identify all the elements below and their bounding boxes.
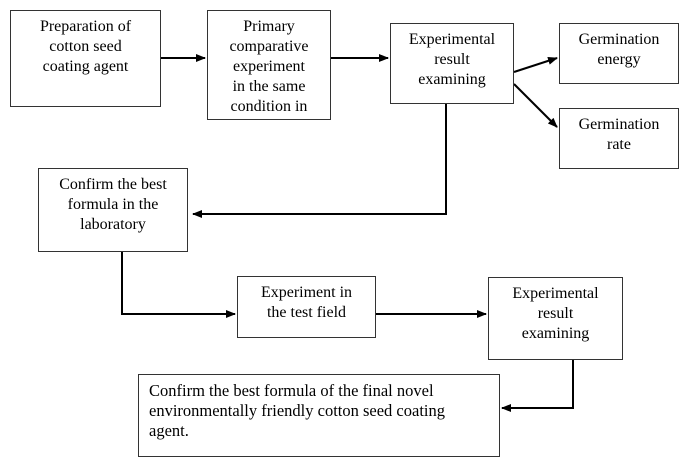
- node-primary-experiment: Primary comparative experiment in the sa…: [207, 10, 331, 120]
- arrow-laboratory-to-test-field: [121, 252, 236, 318]
- arrow-result-1-to-laboratory: [192, 104, 447, 218]
- node-test-field: Experiment in the test field: [237, 276, 376, 338]
- node-germination-rate: Germination rate: [559, 108, 679, 169]
- node-germination-energy: Germination energy: [559, 23, 679, 84]
- arrow-result-2-to-final: [501, 360, 574, 412]
- node-result-examining-1: Experimental result examining: [390, 23, 514, 104]
- node-preparation: Preparation of cotton seed coating agent: [10, 10, 161, 107]
- node-confirm-laboratory: Confirm the best formula in the laborato…: [38, 168, 188, 252]
- arrow-result-1-to-energy: [513, 56, 558, 73]
- arrow-result-1-to-rate: [513, 83, 558, 128]
- node-result-examining-2: Experimental result examining: [488, 277, 623, 360]
- node-final-formula: Confirm the best formula of the final no…: [138, 374, 500, 457]
